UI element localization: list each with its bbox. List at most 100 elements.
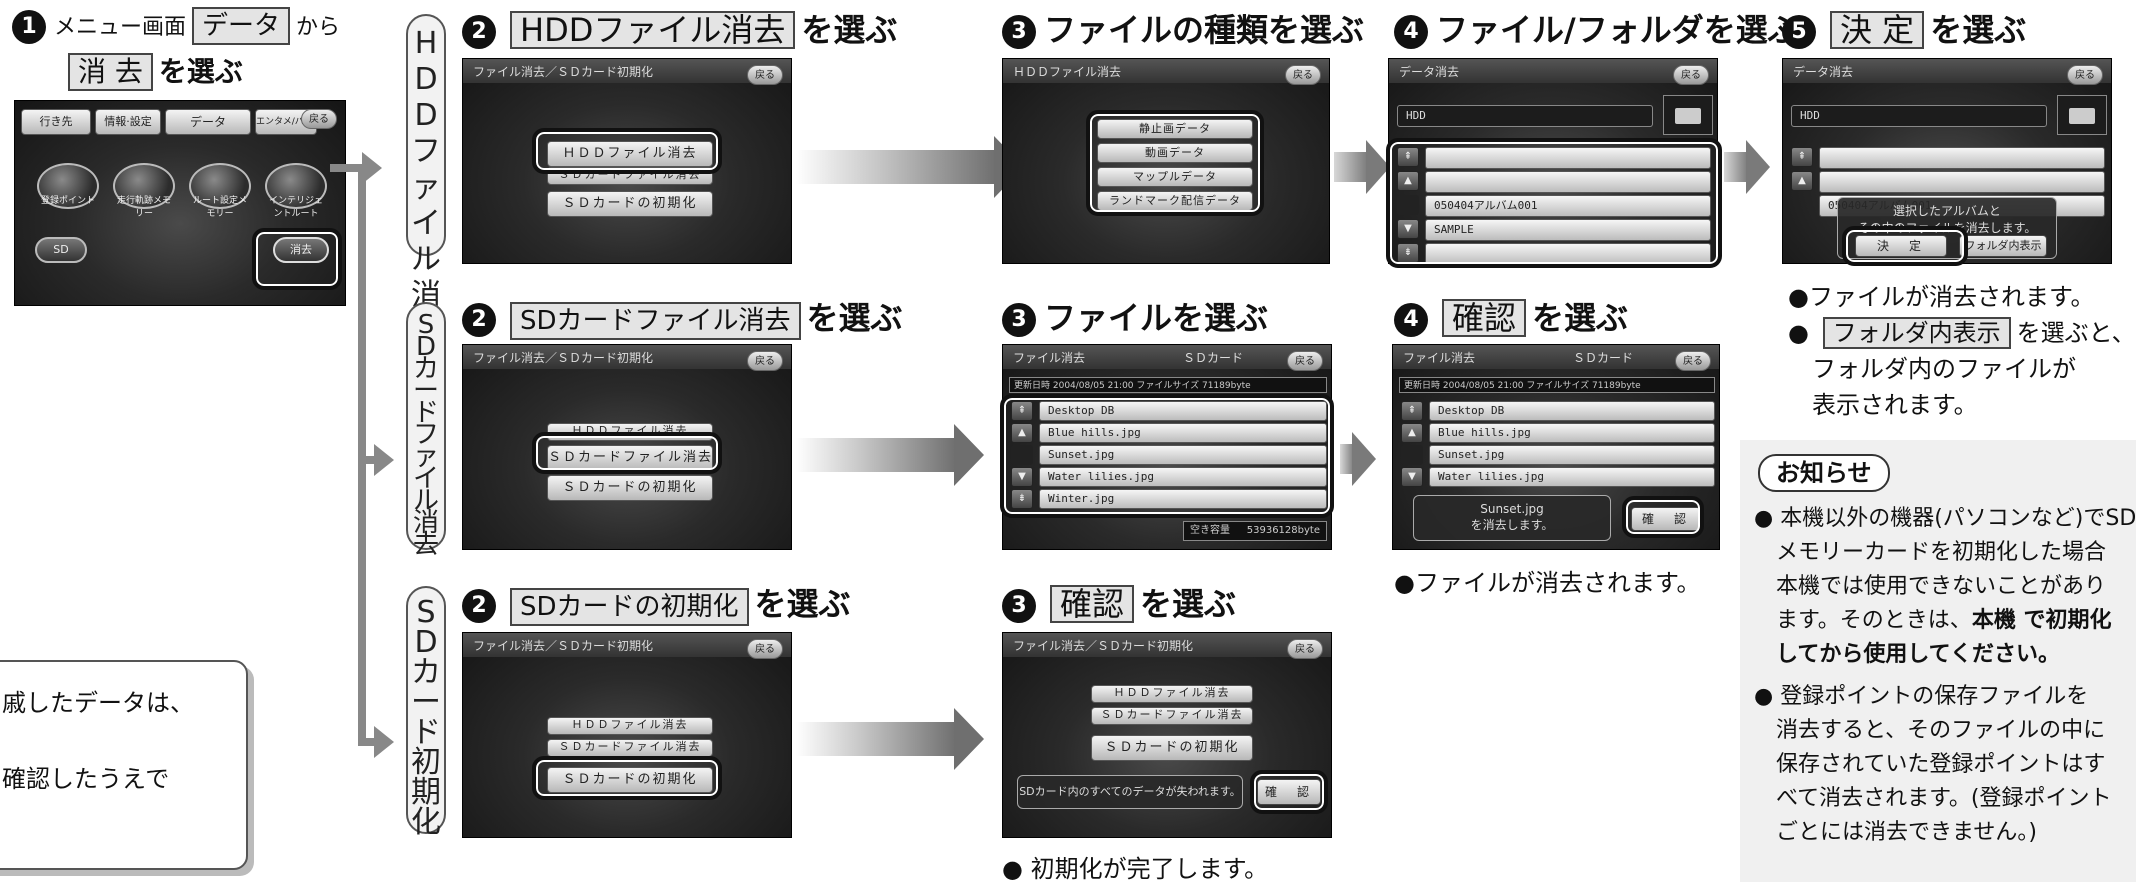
type-mapple[interactable]: マップルデータ <box>1097 167 1253 187</box>
notice-text: 本機では使用できないことがあり <box>1776 574 2107 599</box>
route-memory-icon[interactable]: ルート設定メモリー <box>189 163 251 219</box>
list-item[interactable]: Water lilies.jpg <box>1429 467 1715 487</box>
type-landmark[interactable]: ランドマーク配信データ <box>1097 191 1253 211</box>
scroll-up-icon[interactable]: ▲ <box>1397 171 1419 191</box>
menu-sd-file-erase[interactable]: ＳＤカードファイル消去 <box>1091 707 1253 725</box>
menu-hdd-erase[interactable]: ＨＤＤファイル消去 <box>547 717 713 735</box>
folder-icon[interactable] <box>2057 95 2107 135</box>
back-button[interactable]: 戻る <box>2067 65 2103 85</box>
highlight-erase <box>252 228 342 290</box>
dialog-text: Sunset.jpg <box>1480 502 1544 516</box>
scroll-top-icon[interactable]: ⇞ <box>1011 401 1033 421</box>
dialog-text: 選択したアルバムと <box>1893 204 2001 218</box>
sd-button[interactable]: SD <box>35 237 87 263</box>
path-field: HDD <box>1791 105 2047 127</box>
list-item[interactable]: Blue hills.jpg <box>1429 423 1715 443</box>
menu-sd-file-erase[interactable]: ＳＤカードファイル消去 <box>547 445 713 471</box>
scroll-top-icon[interactable]: ⇞ <box>1397 147 1419 167</box>
scroll-up-icon[interactable]: ▲ <box>1011 423 1033 443</box>
erase-button[interactable]: 消去 <box>273 237 329 263</box>
info-line: 更新日時 2004/08/05 21:00 ファイルサイズ 71189byte <box>1009 377 1327 393</box>
list-item[interactable]: Winter.jpg <box>1039 489 1327 509</box>
back-button[interactable]: 戻る <box>747 639 783 659</box>
scroll-down-icon[interactable]: ▼ <box>1401 467 1423 487</box>
scroll-up-icon[interactable]: ▲ <box>1401 423 1423 443</box>
type-still-image[interactable]: 静止画データ <box>1097 119 1253 139</box>
list-item[interactable]: Sunset.jpg <box>1429 445 1715 465</box>
folder-view-button[interactable]: フォルダ内表示 <box>1959 235 2047 257</box>
back-button[interactable]: 戻る <box>1287 351 1323 371</box>
tab-destination[interactable]: 行き先 <box>21 109 91 135</box>
list-item[interactable]: Desktop DB <box>1429 401 1715 421</box>
scroll-top-icon[interactable]: ⇞ <box>1791 147 1813 167</box>
type-video[interactable]: 動画データ <box>1097 143 1253 163</box>
tab-data[interactable]: データ <box>165 109 251 135</box>
vlabel-sd-file-erase: SDカードファイル消去 <box>406 302 446 558</box>
vlabel-hdd-erase: HDDファイル消去 <box>406 14 446 349</box>
highlight-sd-files <box>1000 394 1334 518</box>
list-item[interactable] <box>1819 171 2105 193</box>
list-item[interactable]: Blue hills.jpg <box>1039 423 1327 443</box>
menu-hdd-erase[interactable]: ＨＤＤファイル消去 <box>547 141 713 167</box>
menu-hdd-erase[interactable]: ＨＤＤファイル消去 <box>1091 685 1253 703</box>
scroll-down-icon[interactable]: ▼ <box>1011 467 1033 487</box>
scroll-track[interactable] <box>1401 445 1423 465</box>
flow-arrow-small <box>1340 432 1376 486</box>
notice-bold: してから使用してください。 <box>1776 642 2061 667</box>
scroll-bottom-icon[interactable]: ⇟ <box>1397 243 1419 263</box>
menu-sd-init[interactable]: ＳＤカードの初期化 <box>547 191 713 217</box>
step-title-text: ファイルを選ぶ <box>1044 299 1269 337</box>
list-item[interactable]: Sunset.jpg <box>1039 445 1327 465</box>
list-item[interactable] <box>1425 147 1711 169</box>
back-button[interactable]: 戻る <box>747 65 783 85</box>
notice-bold: 本機 で初期化 <box>1971 608 2112 633</box>
folder-icon[interactable] <box>1663 95 1713 135</box>
scroll-top-icon[interactable]: ⇞ <box>1401 401 1423 421</box>
scroll-up-icon[interactable]: ▲ <box>1791 171 1813 191</box>
kettei-button[interactable]: 決 定 <box>1855 235 1947 257</box>
list-item[interactable] <box>1819 147 2105 169</box>
step-number: 1 <box>12 9 46 44</box>
track-memory-icon[interactable]: 走行軌跡メモリー <box>113 163 175 219</box>
scroll-track[interactable] <box>1011 445 1033 465</box>
key-sd-file-erase: SDカードファイル消去 <box>510 302 801 340</box>
list-item[interactable]: Desktop DB <box>1039 401 1327 421</box>
row3-confirm-screen: ファイル消去／ＳＤカード初期化 戻る ＨＤＤファイル消去 ＳＤカードファイル消去… <box>1002 632 1332 838</box>
scroll-track[interactable] <box>1397 195 1419 215</box>
back-button[interactable]: 戻る <box>747 351 783 371</box>
kakunin-button[interactable]: 確 認 <box>1631 507 1701 531</box>
back-button[interactable]: 戻る <box>1287 639 1323 659</box>
register-point-icon[interactable]: 登録ポイント <box>37 163 99 209</box>
screen-title: ファイル消去／ＳＤカード初期化 <box>463 345 791 369</box>
title-text: ファイル消去 <box>1013 351 1086 365</box>
list-item[interactable] <box>1425 171 1711 193</box>
back-button[interactable]: 戻る <box>1675 351 1711 371</box>
tab-info-settings[interactable]: 情報·設定 <box>95 109 161 135</box>
menu-sd-init[interactable]: ＳＤカードの初期化 <box>547 475 713 501</box>
step-number: 3 <box>1002 15 1036 49</box>
menu-sd-init[interactable]: ＳＤカードの初期化 <box>547 767 713 793</box>
back-button[interactable]: 戻る <box>301 109 337 129</box>
list-item[interactable]: SAMPLE <box>1425 219 1711 241</box>
menu-sd-file-erase[interactable]: ＳＤカードファイル消去 <box>547 739 713 757</box>
scroll-bottom-icon[interactable]: ⇟ <box>1011 489 1033 509</box>
list-item[interactable] <box>1425 243 1711 263</box>
list-item[interactable]: Water lilies.jpg <box>1039 467 1327 487</box>
free-label: 空き容量 <box>1190 525 1230 536</box>
flow-arrow-small <box>1724 140 1770 194</box>
list-item[interactable]: 050404アルバム001 <box>1425 195 1711 217</box>
sd-card-label: ＳＤカード <box>1573 351 1634 365</box>
flow-arrow <box>796 424 984 486</box>
intelligent-route-icon[interactable]: インテリジェントルート <box>265 163 327 219</box>
select-text: を選ぶ <box>754 585 851 623</box>
back-button[interactable]: 戻る <box>1673 65 1709 85</box>
menu-sd-init[interactable]: ＳＤカードの初期化 <box>1091 735 1253 761</box>
back-button[interactable]: 戻る <box>1285 65 1321 85</box>
scroll-down-icon[interactable]: ▼ <box>1397 219 1419 239</box>
kakunin-button[interactable]: 確 認 <box>1257 779 1321 805</box>
